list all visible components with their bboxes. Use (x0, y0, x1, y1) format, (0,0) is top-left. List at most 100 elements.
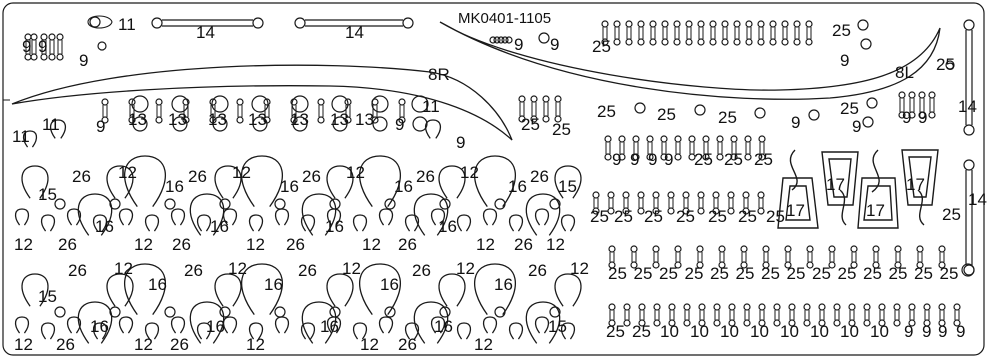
ring-part-13 (131, 95, 149, 113)
label-row-25-2: 25 (644, 207, 663, 226)
pin-eye (758, 135, 766, 143)
pin-part (758, 27, 764, 39)
loop-part-12 (378, 316, 394, 334)
pin-eye (718, 261, 726, 269)
loop-part-12 (92, 322, 108, 340)
ring-part-13 (411, 95, 429, 113)
rod-part-14-right-top (963, 19, 975, 136)
pin-eye (622, 207, 630, 215)
pin-eye (622, 191, 630, 199)
pin-part (954, 310, 960, 320)
loop-part-12 (66, 208, 82, 226)
pin-eye (757, 191, 765, 199)
pin-eye (757, 20, 765, 28)
pin-part (759, 310, 765, 320)
blade-8l (439, 21, 941, 100)
pin-eye (872, 261, 880, 269)
loop-part-15 (554, 165, 582, 199)
label-grid-top-16-2: 16 (394, 177, 413, 196)
ring-part-13 (332, 116, 348, 132)
pin-eye (697, 20, 705, 28)
pin-part (698, 198, 704, 208)
pin-eye (682, 207, 690, 215)
label-mid-25-0: 25 (521, 115, 540, 134)
label-grid-top-26-0: 26 (72, 167, 91, 186)
pin-part (602, 27, 608, 39)
pin-eye (696, 261, 704, 269)
label-grid-top-16-0: 16 (165, 177, 184, 196)
pin-eye (685, 20, 693, 28)
label-handle-0: 11 (12, 127, 30, 146)
pin-eye (530, 95, 538, 103)
pin-eye (744, 153, 752, 161)
pin-part (650, 27, 656, 39)
loop-part-12 (40, 322, 56, 340)
loop-part-15 (214, 273, 242, 307)
loop-part-12 (456, 214, 472, 232)
frames-17 (777, 149, 939, 229)
pin-part (653, 252, 659, 262)
ring-part-26 (494, 198, 506, 210)
pin-part (909, 98, 915, 112)
ring-part-13 (291, 95, 309, 113)
pin-eye (733, 38, 741, 46)
pin-eye (618, 135, 626, 143)
clip-part-11 (87, 15, 113, 29)
pin-part (710, 27, 716, 39)
pin-eye (916, 245, 924, 253)
label-mid-25-5: 25 (840, 99, 859, 118)
pin-eye (623, 319, 631, 327)
pin-eye (878, 303, 886, 311)
pin-eye (501, 36, 509, 44)
label-grid-top-bot26-1: 26 (172, 235, 191, 254)
label-handle-12: 9 (456, 133, 465, 152)
pin-part (519, 102, 525, 116)
pin-eye (674, 135, 682, 143)
pin-part (264, 105, 270, 117)
pin-part (819, 310, 825, 320)
pin-eye (638, 303, 646, 311)
loop-part-16 (241, 263, 283, 315)
loop-part-12 (118, 208, 134, 226)
label-grid-bot-26-2: 26 (298, 261, 317, 280)
pin-eye (623, 303, 631, 311)
loop-part-12 (430, 316, 446, 334)
pin-part (917, 252, 923, 262)
pin-part (919, 98, 925, 112)
label-grid-bot-mid16-1: 16 (206, 317, 225, 336)
pin-eye (649, 20, 657, 28)
pin-part (909, 310, 915, 320)
pin-eye (637, 38, 645, 46)
label-row-bottom-2: 10 (660, 322, 679, 341)
loop-part-12 (508, 322, 524, 340)
label-row-9-25-4: 25 (694, 150, 713, 169)
ring-part-9 (538, 32, 550, 44)
pin-part (734, 27, 740, 39)
pin-eye (632, 153, 640, 161)
pin-part (939, 310, 945, 320)
loop-part-12 (482, 208, 498, 226)
label-row-25-long-13: 25 (940, 264, 959, 283)
label-row-9-25-2: 9 (648, 150, 657, 169)
loop-part-12 (248, 214, 264, 232)
pin-part (653, 198, 659, 208)
pin-eye (607, 191, 615, 199)
pin-eye (638, 319, 646, 327)
pin-eye (398, 116, 406, 124)
pin-eye (805, 38, 813, 46)
pin-eye (667, 191, 675, 199)
label-handle-7: 13 (290, 110, 309, 129)
label-row-bottom-10: 9 (904, 322, 913, 341)
pin-part (699, 310, 705, 320)
pin-eye (625, 38, 633, 46)
pin-eye (713, 319, 721, 327)
loop-part-16 (124, 263, 166, 315)
loop-part-16 (77, 193, 113, 236)
ring-part-25 (754, 107, 766, 119)
ring-part-13 (211, 95, 229, 113)
pin-part (237, 105, 243, 117)
label-grid-top-12-1: 12 (232, 163, 251, 182)
loop-part-16 (525, 193, 561, 236)
pin-part (669, 310, 675, 320)
pin-part (41, 40, 47, 54)
